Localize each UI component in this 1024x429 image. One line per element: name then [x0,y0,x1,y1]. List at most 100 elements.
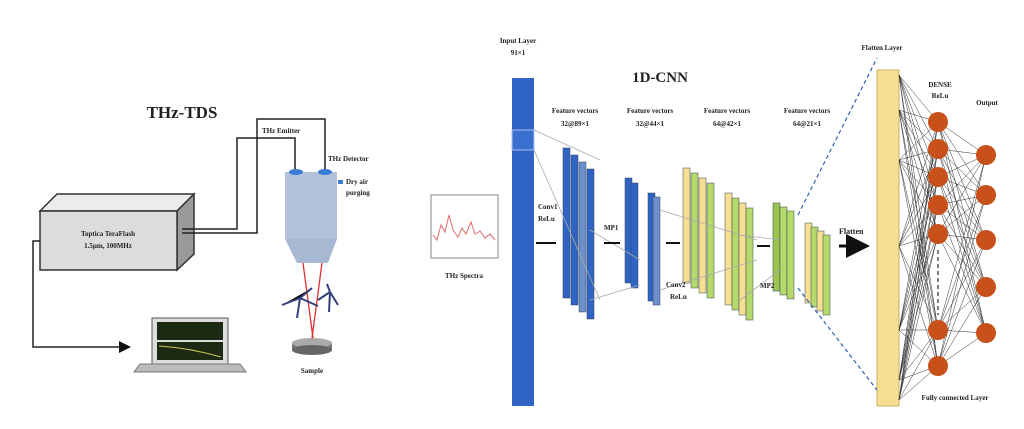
connection-line [898,74,939,123]
spectrum-plot [430,194,499,259]
feature-map-slab [586,168,595,320]
output-node [976,277,996,297]
connection-line [937,154,987,331]
receptive-field-line [739,269,781,301]
conv2b-feature-maps [724,192,754,321]
connection-line [898,245,939,367]
connection-line [898,74,939,150]
cnn-architecture: 1D-CNN Input Layer 91×1 THz Spectra Feat… [430,37,999,407]
dense-node [928,167,948,187]
connection-line [937,121,987,241]
output-label: Output [976,99,998,107]
feature-map-slab [630,182,639,289]
fiber-cables [32,118,326,353]
receptive-field-line [589,229,641,261]
connection-line [898,329,939,401]
connection-line [898,233,939,401]
mp1-label: MP1 [604,224,619,232]
output-node [976,145,996,165]
receptive-field-line [659,259,758,291]
feature-vector-size: 32@89×1 [561,120,590,128]
connection-line [937,194,987,367]
feature-vector-label: Feature vectors [784,107,831,115]
dense-label: DENSE [928,81,952,89]
flatten-input-maps [804,222,831,316]
input-layer-size: 91×1 [511,49,526,57]
feature-map-slab [706,182,715,299]
dense-node [928,139,948,159]
receptive-field-line [739,234,781,241]
connection-line [937,176,987,288]
feature-vector-size: 64@42×1 [713,120,742,128]
flatten-layer [876,69,900,407]
toptica-device-box: Toptica TeraFlash 1.5μm, 100MHz [38,192,196,272]
feature-map-slab [745,207,754,321]
connection-line [937,154,987,235]
connection-line [937,154,987,206]
conv2-label: Conv2 [666,281,686,289]
output-node [976,323,996,343]
thz-head [285,169,343,263]
purging-label-1: Dry air [346,178,368,186]
input-layer [512,78,534,406]
cnn-title: 1D-CNN [632,70,688,86]
connection-line [898,121,939,401]
connection-line [898,148,939,401]
mp1-feature-maps-a [624,177,639,289]
thz-tds-title: THz-TDS [147,103,218,122]
connection-line [937,204,987,334]
receptive-field-line [533,129,601,161]
flatten-projection-lines [797,57,878,391]
sample-holder [292,338,332,355]
feature-map-slab [779,206,788,296]
connection-line [898,233,939,331]
connection-line [898,109,939,206]
conv2-feature-maps [682,167,715,299]
connection-line [898,204,939,331]
feature-map-slab [578,161,587,313]
spectra-label: THz Spectra [445,272,483,280]
output-node [976,230,996,250]
feature-map-slab [698,177,707,294]
dense-node [928,195,948,215]
connection-line [898,121,939,381]
connection-line [898,148,939,381]
feature-vector-size: 64@21×1 [793,120,822,128]
conv2-activation: ReLu [670,293,687,301]
device-name: Toptica TeraFlash [81,230,135,238]
connection-line [937,233,987,334]
flatten-layer-label: Flatten Layer [861,44,902,52]
connection-line [937,148,987,196]
connection-line [937,286,987,367]
receptive-field-line [533,149,601,301]
connection-line [898,233,939,381]
fc-layer-label: Fully connected Layer [922,394,989,402]
connection-line [898,121,939,331]
feature-map-slab [570,154,579,306]
mp2-feature-maps [772,202,795,300]
connection-line [937,194,987,235]
output-node [976,185,996,205]
feature-map-slab [786,210,795,300]
flatten-label: Flatten [839,227,864,236]
mp1-feature-maps-b [647,192,661,306]
laptop-icon [133,317,247,373]
feature-map-slab [690,172,699,289]
feature-map-slab [652,196,661,306]
feature-vector-label: Feature vectors [704,107,751,115]
detector-label: THz Detector [328,155,369,163]
receptive-field-line [589,284,641,301]
conv1-feature-maps [562,147,595,320]
emitter-label: THz Emitter [262,127,300,135]
connection-line [898,176,939,401]
connection-line [937,239,987,331]
connection-line [937,194,987,331]
connection-line [937,121,987,334]
connection-line [937,204,987,288]
connection-line [937,239,987,367]
connection-line [937,148,987,288]
mp2-label: MP2 [760,282,775,290]
dense-node [928,224,948,244]
molecule-icons [281,283,339,319]
